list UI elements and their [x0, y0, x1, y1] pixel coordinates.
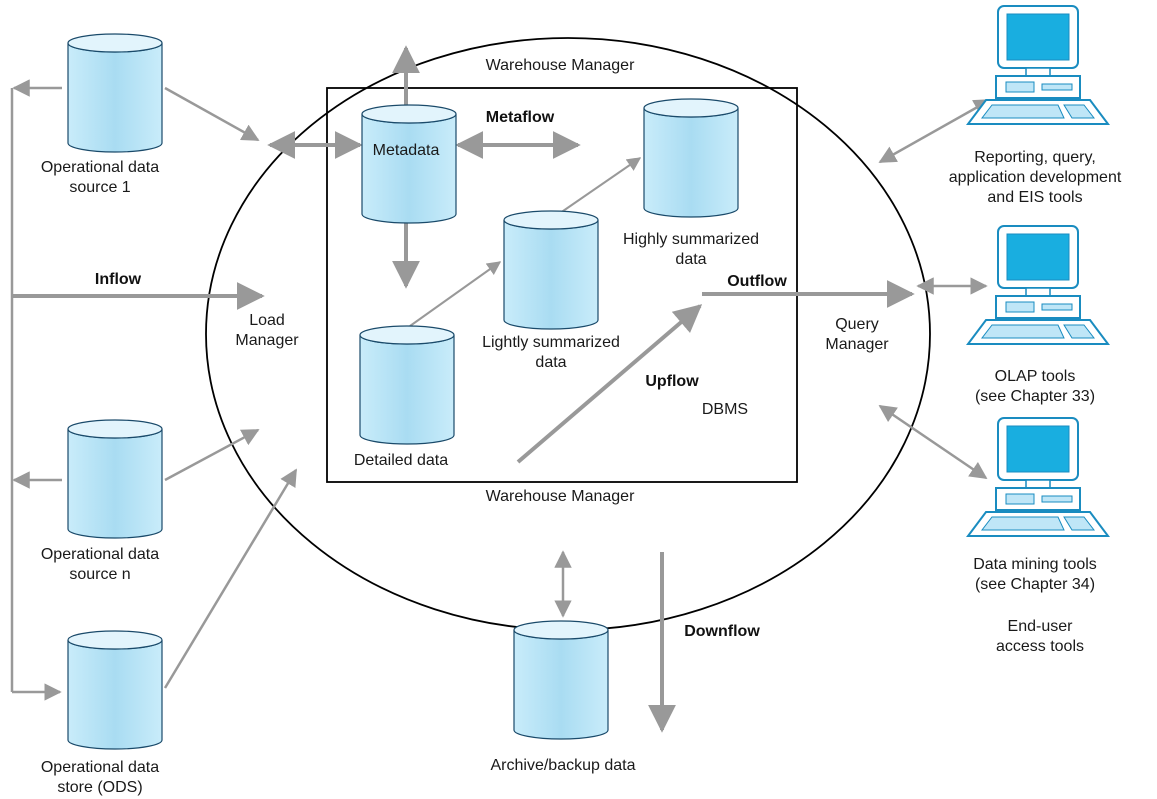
cylinder-body	[513, 629, 609, 740]
ods-label: Operational data store (ODS)	[40, 759, 160, 796]
tool-arrows	[878, 98, 992, 480]
dbms-box	[326, 87, 798, 483]
metadata-cylinder	[361, 104, 457, 224]
dbms-label: DBMS	[701, 401, 749, 418]
upflow-arrow	[516, 304, 703, 464]
olap-tools-label: OLAP tools (see Chapter 33)	[974, 368, 1096, 405]
source-1-cylinder	[67, 33, 163, 153]
highly-summarized-label: Highly summarized data	[622, 231, 760, 268]
warehouse-manager-top-label: Warehouse Manager	[485, 57, 635, 74]
metadata-label: Metadata	[372, 142, 440, 159]
inflow-label: Inflow	[94, 271, 142, 288]
cylinder-body	[361, 113, 457, 224]
lightly-summarized-cylinder	[503, 210, 599, 330]
end-user-tools-label: End-user access tools	[995, 618, 1085, 655]
downflow-label: Downflow	[684, 623, 760, 640]
lightly-highly-arrow	[549, 157, 642, 221]
detailed-data-label: Detailed data	[353, 452, 449, 469]
lightly-summarized-label: Lightly summarized data	[482, 334, 620, 371]
warehouse-manager-bottom-label: Warehouse Manager	[485, 488, 635, 505]
archive-cylinder	[513, 620, 609, 740]
query-manager-label: Query Manager	[825, 316, 889, 353]
data-mining-computer-icon	[967, 417, 1109, 537]
data-mining-tools-label: Data mining tools (see Chapter 34)	[973, 556, 1097, 593]
highly-summarized-cylinder	[643, 98, 739, 218]
cylinder-body	[67, 42, 163, 153]
cylinder-top	[361, 104, 457, 124]
left-bus	[10, 79, 62, 701]
cylinder-body	[359, 334, 455, 445]
cylinder-body	[67, 428, 163, 539]
reporting-tools-label: Reporting, query, application developmen…	[948, 149, 1122, 206]
metaflow-label: Metaflow	[485, 109, 555, 126]
reporting-computer-icon	[967, 5, 1109, 125]
cylinder-top	[67, 630, 163, 650]
cylinder-body	[67, 639, 163, 750]
source-arrows	[163, 86, 298, 689]
cylinder-body	[643, 107, 739, 218]
cylinder-top	[503, 210, 599, 230]
cylinder-top	[359, 325, 455, 345]
cylinder-body	[503, 219, 599, 330]
detailed-data-cylinder	[359, 325, 455, 445]
archive-label: Archive/backup data	[490, 757, 636, 774]
load-manager-label: Load Manager	[235, 312, 299, 349]
source-1-label: Operational data source 1	[40, 159, 160, 196]
cylinder-top	[513, 620, 609, 640]
detailed-lightly-arrow	[409, 261, 502, 327]
source-n-cylinder	[67, 419, 163, 539]
olap-computer-icon	[967, 225, 1109, 345]
source-n-label: Operational data source n	[40, 546, 160, 583]
cylinder-top	[643, 98, 739, 118]
cylinder-top	[67, 419, 163, 439]
outflow-label: Outflow	[727, 273, 787, 290]
upflow-label: Upflow	[645, 373, 699, 390]
cylinder-top	[67, 33, 163, 53]
ods-cylinder	[67, 630, 163, 750]
